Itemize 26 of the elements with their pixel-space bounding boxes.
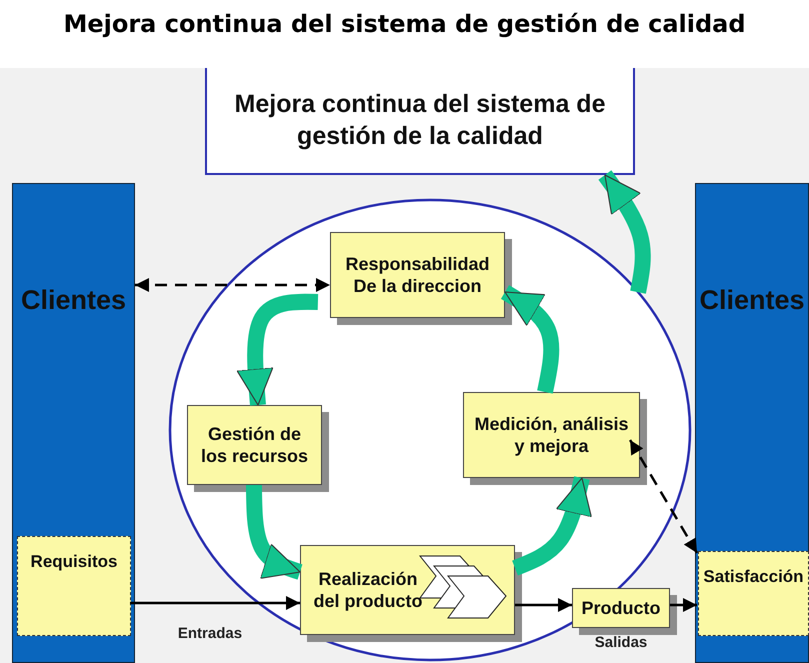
node-label: Gestión de los recursos bbox=[200, 422, 310, 468]
curved-arrow bbox=[246, 484, 302, 580]
curved-arrow bbox=[598, 170, 651, 294]
curved-arrow bbox=[500, 285, 560, 394]
client-panel bbox=[12, 183, 135, 663]
requirements-box bbox=[17, 536, 131, 636]
node-label: Requisitos bbox=[30, 551, 118, 572]
client-panel bbox=[695, 183, 809, 663]
arrow bbox=[515, 598, 572, 612]
dashed-arrow bbox=[135, 278, 330, 292]
title-box bbox=[205, 68, 635, 175]
satisfaction-box bbox=[698, 551, 809, 636]
node-label: Realización del producto bbox=[312, 568, 424, 612]
output-caption: Salidas bbox=[594, 634, 648, 651]
page-title: Mejora continua del sistema de gestión de calidad bbox=[62, 10, 747, 38]
dashed-arrow bbox=[629, 439, 698, 554]
node-label: Satisfacción bbox=[702, 566, 805, 588]
node-label: Medición, análisis y mejora bbox=[473, 412, 630, 458]
arrow bbox=[670, 598, 697, 612]
node-label: Producto bbox=[580, 596, 662, 620]
node-label: Mejora continua del sistema de gestión de la calidad bbox=[234, 89, 606, 152]
node-label: Clientes bbox=[20, 284, 128, 317]
arrow bbox=[130, 596, 300, 610]
node-label: Responsabilidad De la direccion bbox=[344, 252, 491, 298]
node-label: Clientes bbox=[698, 284, 806, 317]
curved-arrow bbox=[236, 294, 318, 406]
